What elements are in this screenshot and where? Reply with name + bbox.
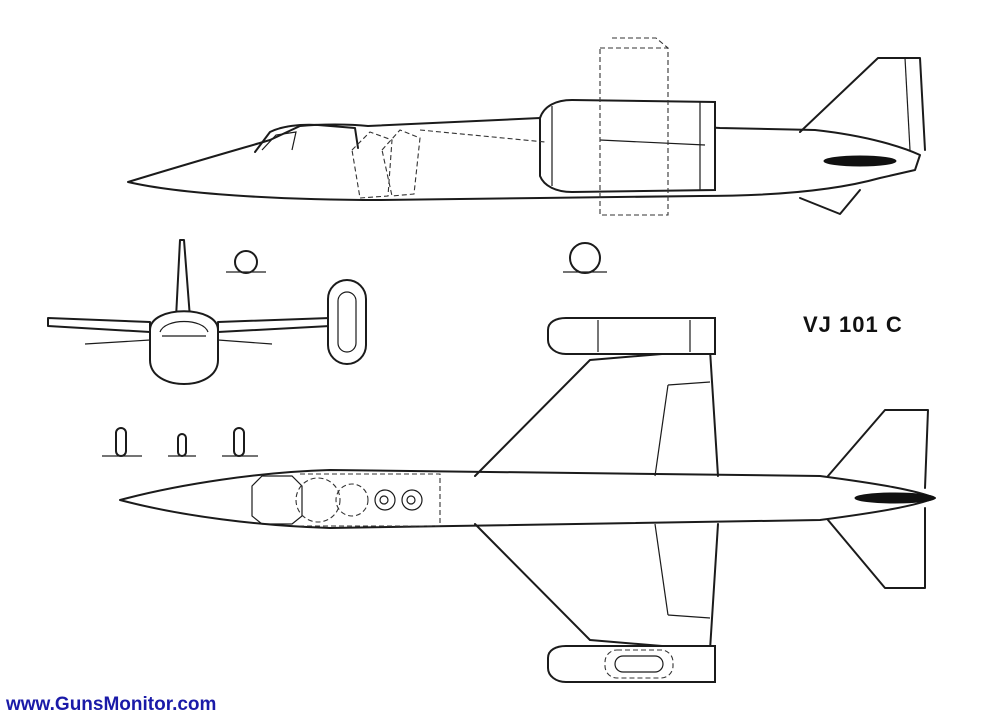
front-view: [47, 239, 367, 385]
top-view: [119, 317, 936, 683]
side-view: [127, 37, 926, 216]
aircraft-model-label: VJ 101 C: [803, 312, 903, 337]
watermark-text: www.GunsMonitor.com: [6, 694, 217, 715]
front-view-gear-markers: [102, 427, 258, 457]
side-view-ground-markers: [226, 242, 607, 274]
